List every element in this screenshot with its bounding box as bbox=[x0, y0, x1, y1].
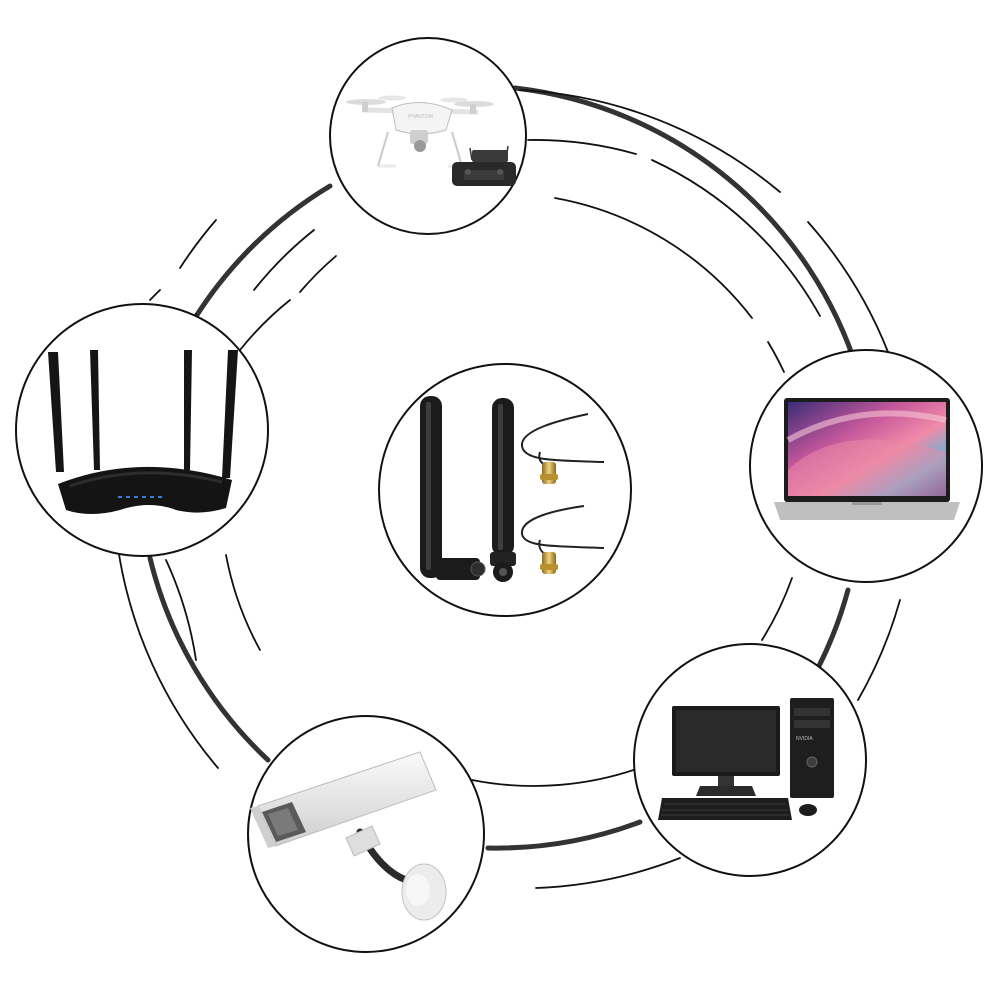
ring-outer-thin bbox=[117, 89, 901, 889]
svg-text:NVIDIA: NVIDIA bbox=[796, 736, 813, 742]
ring-thick bbox=[147, 85, 861, 851]
drone-with-remote-controller-icon: PHANTOM bbox=[346, 95, 516, 186]
desktop-computer-icon: NVIDIA bbox=[658, 698, 834, 820]
hub-antennas bbox=[378, 363, 632, 617]
svg-text:PHANTOM: PHANTOM bbox=[408, 114, 433, 120]
node-drone: PHANTOM bbox=[329, 37, 527, 235]
antenna-pair-with-pigtail-cables-icon bbox=[420, 396, 605, 582]
connection-ring bbox=[117, 85, 901, 889]
security-camera-icon bbox=[250, 751, 447, 921]
ring-inner-thin bbox=[165, 139, 821, 787]
node-camera bbox=[247, 715, 485, 953]
wifi-router-icon bbox=[48, 350, 238, 514]
node-router bbox=[15, 303, 269, 557]
node-desktop: NVIDIA bbox=[633, 643, 867, 877]
laptop-icon bbox=[774, 398, 960, 520]
node-laptop bbox=[749, 349, 983, 583]
